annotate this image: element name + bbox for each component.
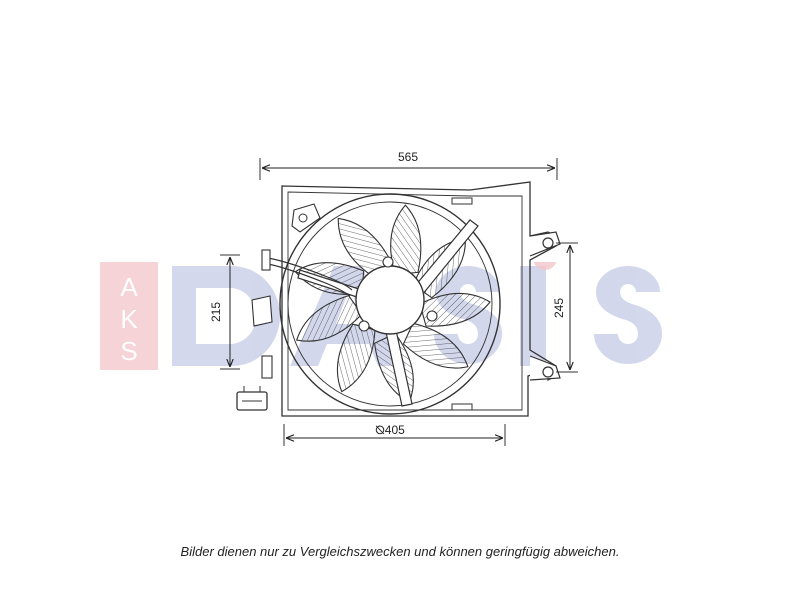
dimension-height-left-label: 215 [209, 302, 223, 322]
dimension-height-left: 215 [209, 254, 240, 370]
dimension-height-right: 245 [552, 242, 578, 373]
hub-screw-left [358, 320, 370, 332]
motor-struts [297, 219, 479, 407]
bottom-clip [451, 403, 473, 411]
dimension-width-label: 565 [398, 150, 418, 164]
top-clip [451, 197, 473, 205]
dimension-fan-diameter-label: ⦰405 [375, 423, 405, 437]
disclaimer-caption: Bilder dienen nur zu Vergleichszwecken u… [180, 544, 620, 559]
dimension-fan-diameter: ⦰405 [283, 423, 506, 446]
fan-ring-inner [287, 201, 493, 407]
dimension-width: 565 [259, 150, 558, 180]
brand-watermark: A K S [100, 262, 662, 370]
fan-shroud-frame [281, 181, 557, 417]
watermark-word-dasis [172, 266, 662, 366]
mounting-lug-top-right [529, 231, 561, 257]
bracket-top-left [291, 203, 321, 233]
watermark-red-block [100, 262, 158, 370]
motor-cable [251, 249, 353, 379]
fan-blade [402, 322, 469, 369]
watermark-letter-k: K [120, 304, 138, 334]
fan-blade [390, 204, 422, 276]
watermark-dot [533, 262, 557, 270]
watermark-letter-s: S [120, 336, 137, 366]
fan-blade [336, 323, 376, 393]
connector-plug [236, 386, 268, 411]
fan-blade [337, 217, 392, 279]
fan-ring-outer [279, 193, 501, 415]
fan-blade [296, 294, 363, 342]
dimension-height-right-label: 245 [552, 298, 566, 318]
fan-shroud-inner-edge [287, 191, 523, 411]
hub-screw-top [382, 256, 394, 268]
fan-blade [419, 292, 491, 327]
hub-screw-right [426, 310, 438, 322]
watermark-letter-a: A [120, 272, 138, 302]
